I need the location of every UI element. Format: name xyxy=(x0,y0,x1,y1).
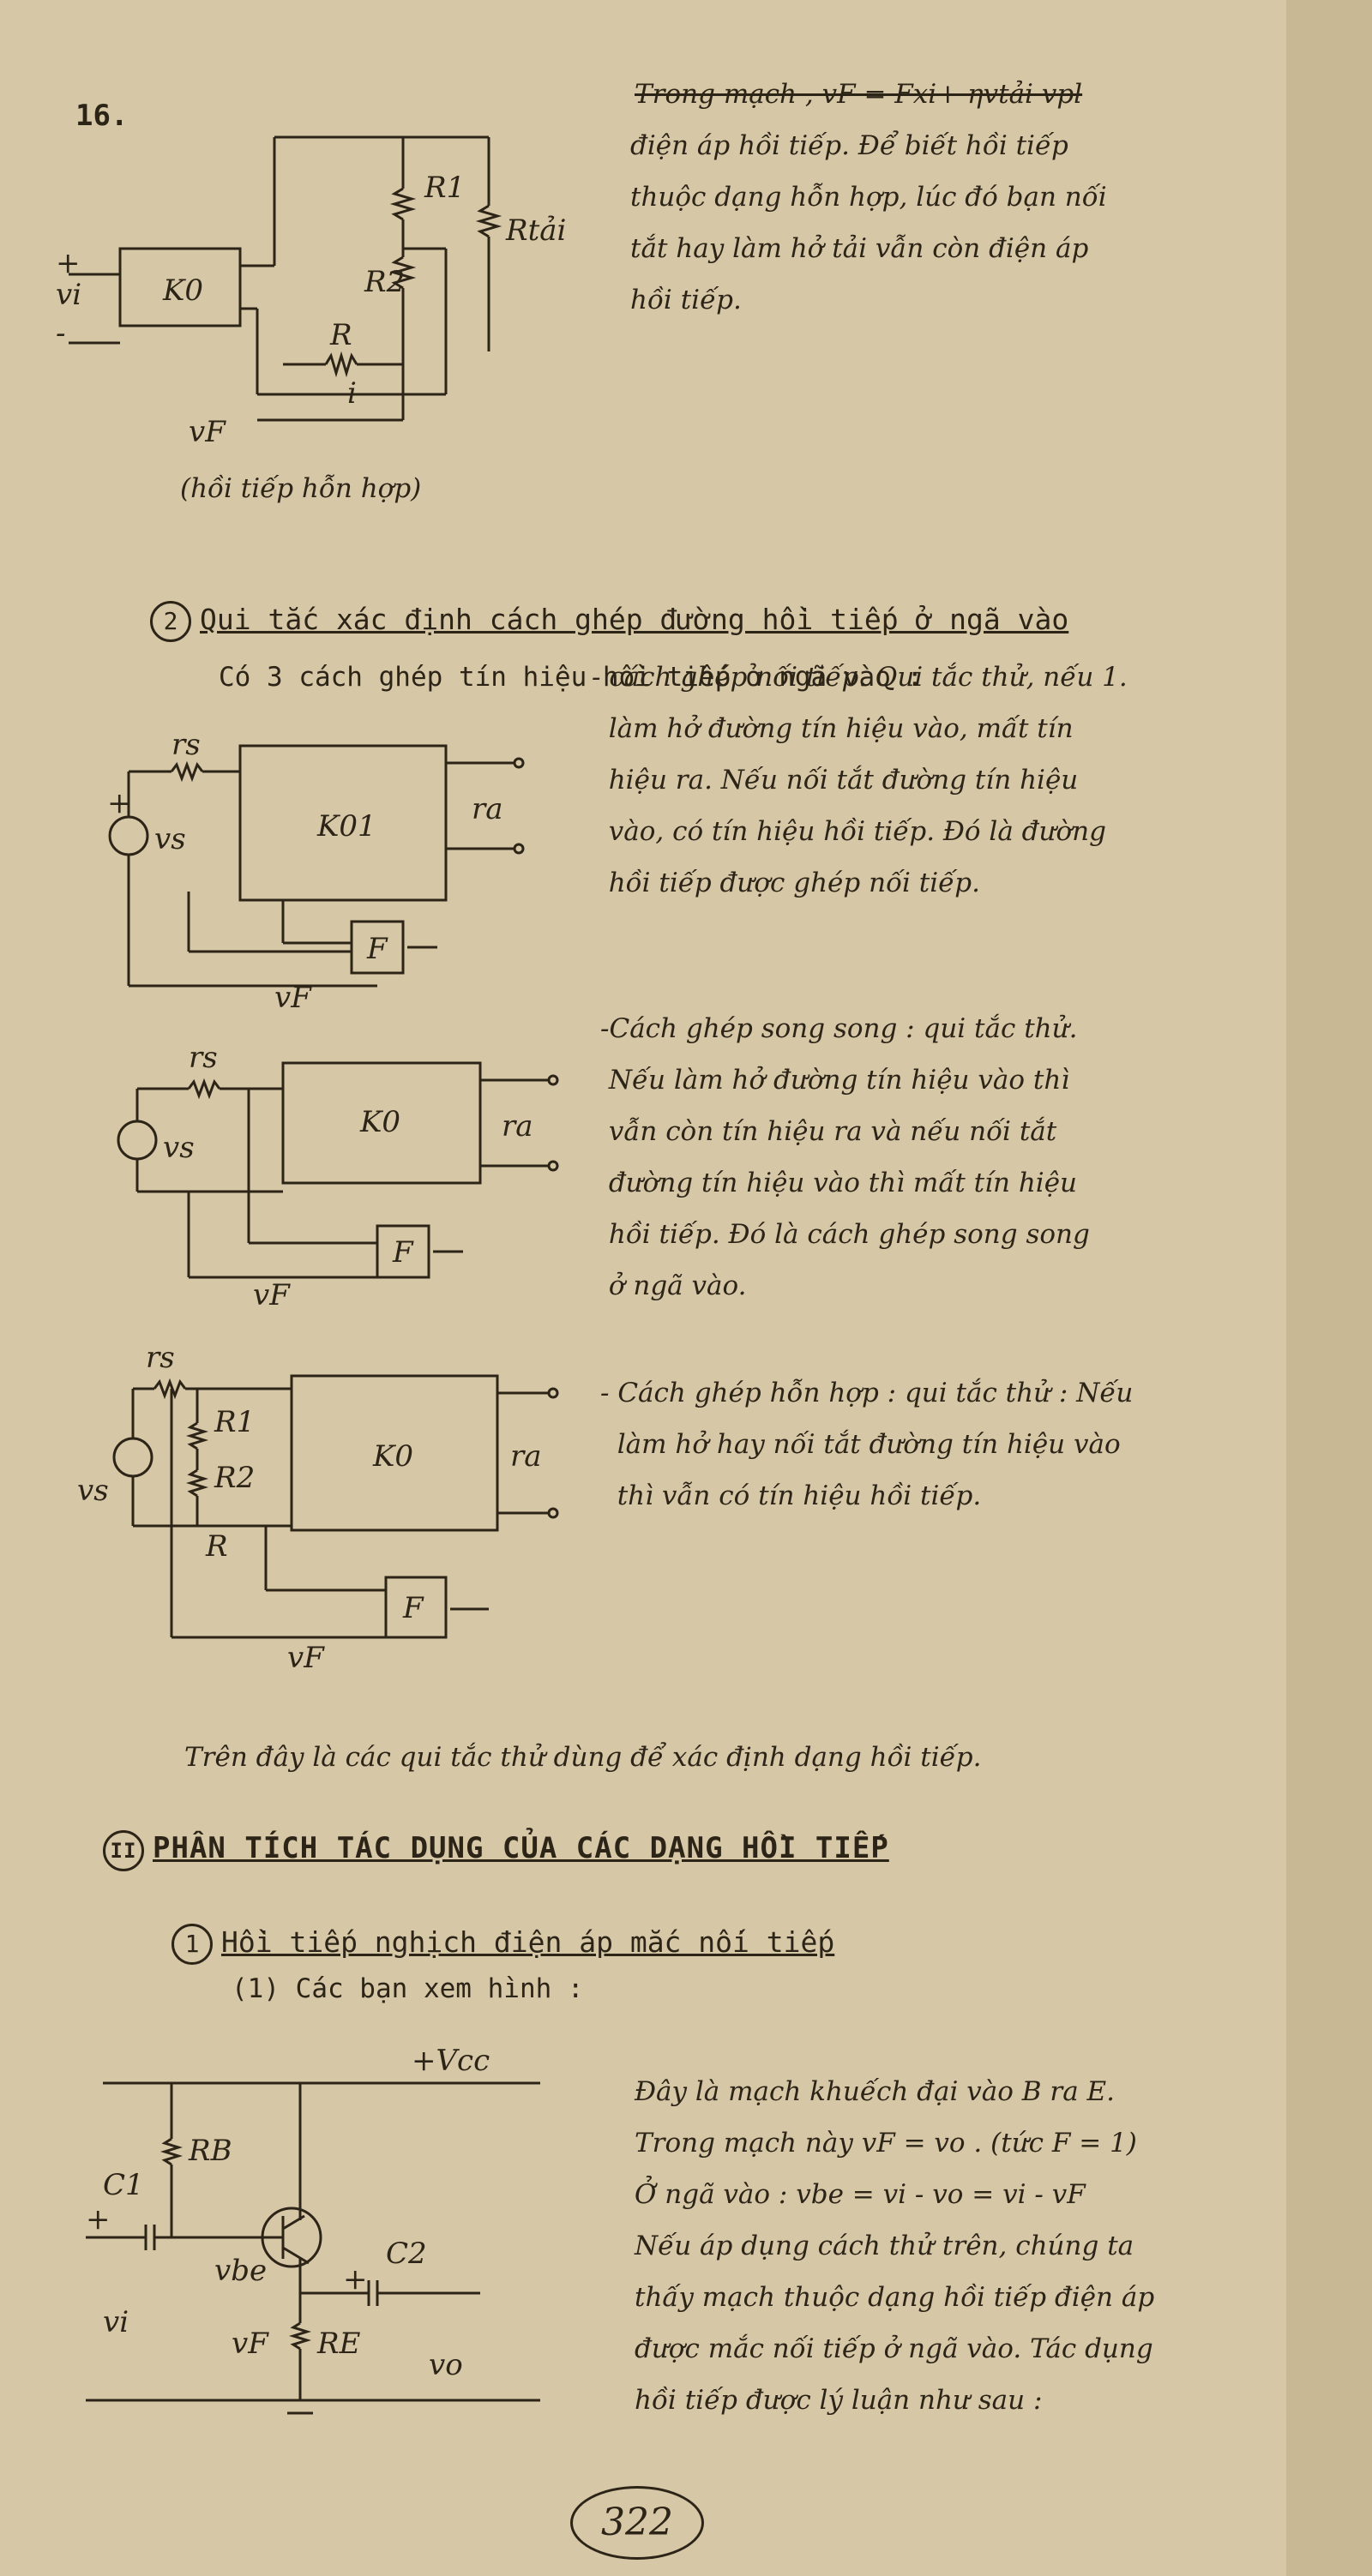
svg-text:vs: vs xyxy=(163,1131,195,1165)
summary-text: Trên đây là các qui tắc thử dùng để xác … xyxy=(184,1742,982,1773)
svg-text:R1: R1 xyxy=(214,1405,255,1439)
svg-text:K0: K0 xyxy=(359,1105,400,1139)
svg-text:R: R xyxy=(329,318,352,352)
bottom-page-number: 322 xyxy=(570,2486,704,2560)
svg-text:ra: ra xyxy=(510,1439,542,1474)
svg-text:vF: vF xyxy=(274,981,312,1012)
svg-text:vbe: vbe xyxy=(214,2254,267,2288)
svg-text:rs: rs xyxy=(172,729,201,762)
svg-text:vF: vF xyxy=(232,2327,269,2361)
mixed-caption: (hồi tiếp hỗn hợp) xyxy=(180,473,422,504)
svg-text:F: F xyxy=(392,1235,414,1270)
svg-text:RE: RE xyxy=(316,2327,361,2361)
page-number: 16. xyxy=(75,99,129,133)
svg-text:K01: K01 xyxy=(316,809,376,844)
rule2-subtitle: Có 3 cách ghép tín hiệu hồi tiếp ở ngã v… xyxy=(219,662,924,693)
svg-text:Rtải: Rtải xyxy=(505,213,566,248)
svg-text:R2: R2 xyxy=(364,265,405,299)
mixed-text-line1: Trong mạch , vF = Fxi+ ηvtải vpl xyxy=(635,79,1083,110)
svg-text:vo: vo xyxy=(429,2348,463,2382)
sub1-number: 1 xyxy=(172,1924,213,1965)
svg-text:K0: K0 xyxy=(372,1439,413,1474)
svg-text:rs: rs xyxy=(146,1342,175,1375)
k-label: K0 xyxy=(162,273,203,308)
svg-text:R: R xyxy=(205,1529,228,1564)
mixed-coupling-circuit: vs rs R1 R2 R K0 ra F vF xyxy=(77,1342,559,1675)
svg-text:vF: vF xyxy=(189,415,226,449)
adjacent-page-edge xyxy=(1286,0,1372,2576)
svg-text:vs: vs xyxy=(77,1474,109,1508)
svg-text:ra: ra xyxy=(472,792,503,826)
mixed-feedback-circuit: K0 + vi - R1 R2 Rtải R i vF xyxy=(56,135,566,449)
svg-text:vi: vi xyxy=(103,2305,129,2339)
svg-text:vF: vF xyxy=(253,1278,291,1312)
svg-text:vi: vi xyxy=(56,278,81,312)
svg-text:ra: ra xyxy=(502,1109,533,1144)
sub1-text: Đây là mạch khuếch đại vào B ra E. Trong… xyxy=(635,2076,1155,2416)
svg-text:i: i xyxy=(347,376,357,411)
svg-text:+Vcc: +Vcc xyxy=(412,2044,490,2078)
svg-text:vF: vF xyxy=(287,1641,325,1675)
svg-text:RB: RB xyxy=(188,2134,232,2168)
series-circuit: vs + rs K01 ra F vF xyxy=(107,729,525,1012)
svg-text:vs: vs xyxy=(154,822,186,856)
svg-text:F: F xyxy=(366,932,388,966)
mixed-text-body: điện áp hồi tiếp. Để biết hồi tiếp thuộc… xyxy=(630,130,1107,315)
mixed-coupling-text: - Cách ghép hỗn hợp : qui tắc thử : Nếu … xyxy=(600,1378,1134,1511)
sub1-see: (1) Các bạn xem hình : xyxy=(232,1973,584,2004)
series-text: - cách ghép nối tiếp. Qui tắc thử, nếu 1… xyxy=(592,662,1128,898)
document-page: 16. K0 + vi - R1 R2 Rtải R i vF xyxy=(0,0,1286,2576)
svg-text:+: + xyxy=(86,2202,111,2237)
svg-text:+: + xyxy=(343,2262,368,2297)
svg-text:C1: C1 xyxy=(103,2168,144,2202)
svg-text:-: - xyxy=(56,316,66,351)
parallel-circuit: vs rs K0 ra F vF xyxy=(117,1041,559,1312)
parallel-text: -Cách ghép song song : qui tắc thử. Nếu … xyxy=(600,1013,1090,1301)
section2-number: II xyxy=(103,1830,144,1871)
svg-text:F: F xyxy=(402,1591,424,1625)
emitter-follower-circuit: +Vcc RB C1 + C2 + RE vbe vi vF vo xyxy=(86,2044,540,2415)
svg-text:C2: C2 xyxy=(386,2237,427,2271)
svg-text:rs: rs xyxy=(189,1041,218,1075)
svg-text:R1: R1 xyxy=(424,171,465,205)
svg-text:R2: R2 xyxy=(214,1461,255,1495)
rule2-number: 2 xyxy=(150,601,191,642)
